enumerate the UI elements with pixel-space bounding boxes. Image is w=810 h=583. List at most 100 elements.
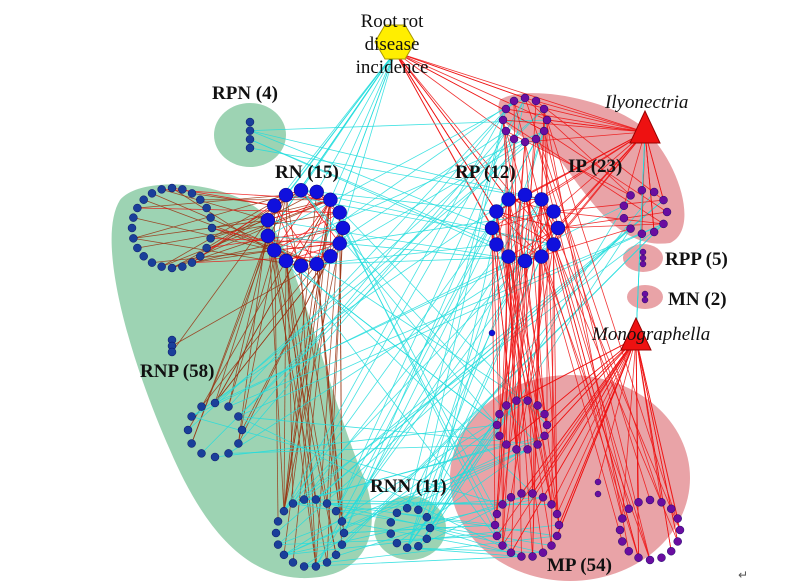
edge bbox=[524, 260, 560, 526]
mp-node bbox=[502, 440, 511, 449]
edge bbox=[283, 449, 528, 556]
edge bbox=[502, 194, 526, 546]
ip-node bbox=[539, 104, 549, 114]
edge bbox=[228, 235, 269, 407]
edge bbox=[273, 205, 302, 266]
edge bbox=[543, 130, 668, 213]
rnp-node bbox=[234, 412, 243, 421]
edge bbox=[553, 131, 646, 245]
edge bbox=[543, 108, 630, 552]
monographella-label: Monographella bbox=[591, 324, 710, 345]
rp-node bbox=[534, 249, 549, 264]
rpn-node bbox=[245, 117, 255, 127]
edge bbox=[406, 413, 500, 549]
mp-node bbox=[498, 541, 507, 550]
mp-node bbox=[667, 547, 676, 556]
edge bbox=[267, 235, 526, 262]
edge bbox=[394, 51, 545, 132]
edge bbox=[214, 130, 545, 404]
edge bbox=[394, 51, 646, 133]
edge bbox=[278, 535, 497, 546]
edge bbox=[143, 199, 317, 265]
edge bbox=[137, 194, 287, 209]
edge bbox=[316, 264, 345, 534]
edge bbox=[541, 131, 646, 200]
edge bbox=[644, 131, 655, 233]
edge bbox=[406, 119, 504, 509]
edge bbox=[521, 337, 637, 494]
rp-node bbox=[517, 187, 533, 203]
rnp-node bbox=[147, 258, 157, 267]
edge bbox=[330, 199, 548, 426]
rnp-node bbox=[299, 562, 309, 571]
edge bbox=[506, 337, 637, 445]
edge bbox=[316, 51, 396, 265]
rnp-node bbox=[311, 495, 321, 504]
edge bbox=[496, 199, 509, 245]
rp-node bbox=[534, 192, 549, 207]
group-label-mn: MN (2) bbox=[668, 289, 727, 310]
rpp-node bbox=[639, 248, 647, 256]
mn-node bbox=[641, 290, 649, 298]
isolated-node bbox=[488, 329, 496, 337]
rp-node bbox=[489, 204, 504, 219]
mp-node bbox=[528, 552, 537, 561]
mp-node bbox=[673, 514, 682, 523]
edge bbox=[316, 51, 396, 193]
edge bbox=[535, 138, 630, 509]
ip-node bbox=[542, 115, 552, 125]
rnn-node bbox=[402, 543, 412, 552]
edge bbox=[535, 138, 651, 501]
edge bbox=[553, 244, 639, 558]
rnp-node bbox=[202, 203, 211, 213]
edge bbox=[551, 337, 637, 505]
mp-node bbox=[538, 493, 548, 502]
mp-node bbox=[657, 553, 666, 562]
rnp-node bbox=[322, 499, 332, 508]
edge bbox=[241, 100, 515, 431]
rn-node bbox=[332, 236, 347, 251]
edge bbox=[283, 524, 560, 556]
edge bbox=[316, 227, 344, 265]
edge bbox=[516, 337, 637, 401]
group-label-ip: IP (23) bbox=[568, 156, 622, 177]
edge bbox=[326, 503, 558, 537]
group-label-rpp: RPP (5) bbox=[665, 249, 728, 270]
ip-node bbox=[637, 186, 647, 195]
disease-label-line-2: disease bbox=[365, 34, 420, 55]
edge bbox=[396, 449, 528, 544]
edge bbox=[316, 244, 497, 265]
ip-node bbox=[520, 137, 530, 147]
mp-node bbox=[542, 420, 552, 430]
rnp-node bbox=[196, 252, 205, 261]
mp-node bbox=[552, 531, 562, 541]
edge bbox=[133, 237, 302, 267]
edge bbox=[191, 227, 344, 264]
edge bbox=[304, 499, 503, 505]
mp-node bbox=[533, 401, 542, 410]
mp-node bbox=[618, 537, 627, 546]
mp-region bbox=[450, 375, 690, 581]
edge bbox=[491, 227, 496, 526]
edge bbox=[210, 237, 340, 244]
edge bbox=[406, 256, 542, 548]
rnn-node bbox=[402, 504, 412, 513]
edge bbox=[292, 97, 526, 504]
edge bbox=[339, 211, 554, 244]
mp-node bbox=[495, 409, 504, 419]
edge bbox=[394, 51, 526, 99]
rnp-node bbox=[207, 223, 217, 233]
rnp-node bbox=[178, 185, 187, 194]
edge bbox=[557, 223, 664, 229]
edge bbox=[551, 244, 554, 546]
edge bbox=[496, 199, 542, 426]
edge bbox=[343, 138, 515, 534]
group-label-rpn: RPN (4) bbox=[212, 83, 278, 104]
rnp-node bbox=[183, 425, 193, 435]
rnp-node bbox=[271, 528, 281, 538]
rn-node bbox=[309, 184, 324, 200]
edge bbox=[502, 119, 646, 133]
rnn-node bbox=[386, 529, 396, 538]
edge bbox=[304, 556, 522, 567]
group-label-rnp: RNP (58) bbox=[140, 361, 214, 382]
